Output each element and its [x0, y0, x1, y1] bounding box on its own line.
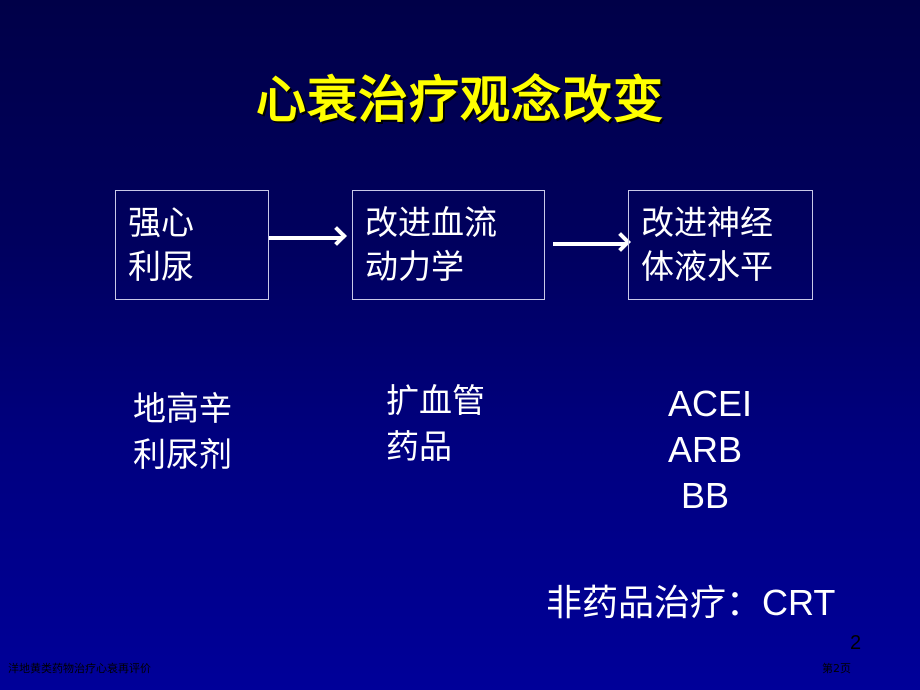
- drug-item: 地高辛: [133, 389, 232, 428]
- drug-item: ARB: [668, 429, 743, 470]
- drug-list-digoxin-diuretics: 地高辛 利尿剂: [133, 386, 232, 478]
- footer-title: 洋地黄类药物治疗心衰再评价: [8, 662, 151, 675]
- flow-box-line: 体液水平: [641, 247, 773, 286]
- drug-list-vasodilators: 扩血管 药品: [386, 378, 485, 470]
- drug-item: 药品: [386, 427, 452, 466]
- arrow-right-icon: [269, 236, 341, 240]
- flow-box-line: 利尿: [128, 247, 194, 286]
- non-drug-therapy: 非药品治疗：CRT: [546, 574, 835, 626]
- slide-number: 2: [850, 632, 862, 654]
- flow-box-line: 强心: [128, 203, 194, 242]
- drug-item: ACEI: [668, 383, 753, 424]
- slide-title: 心衰治疗观念改变: [256, 71, 664, 129]
- flow-box-inotropic-diuretic: 强心 利尿: [115, 190, 269, 300]
- arrow-right-icon: [553, 242, 625, 246]
- flow-box-neurohumoral: 改进神经 体液水平: [628, 190, 813, 300]
- non-drug-label: 非药品治疗：: [546, 583, 763, 624]
- drug-item: BB: [681, 475, 730, 516]
- drug-item: 扩血管: [386, 381, 485, 420]
- footer-page: 第2页: [822, 662, 851, 675]
- drug-item: 利尿剂: [133, 435, 232, 474]
- non-drug-value: CRT: [762, 582, 836, 623]
- drug-list-neurohumoral: ACEI ARB BB: [668, 381, 752, 519]
- flow-box-hemodynamics: 改进血流 动力学: [352, 190, 545, 300]
- flow-box-line: 动力学: [365, 247, 464, 286]
- flow-box-line: 改进血流: [365, 203, 497, 242]
- flow-box-line: 改进神经: [641, 203, 773, 242]
